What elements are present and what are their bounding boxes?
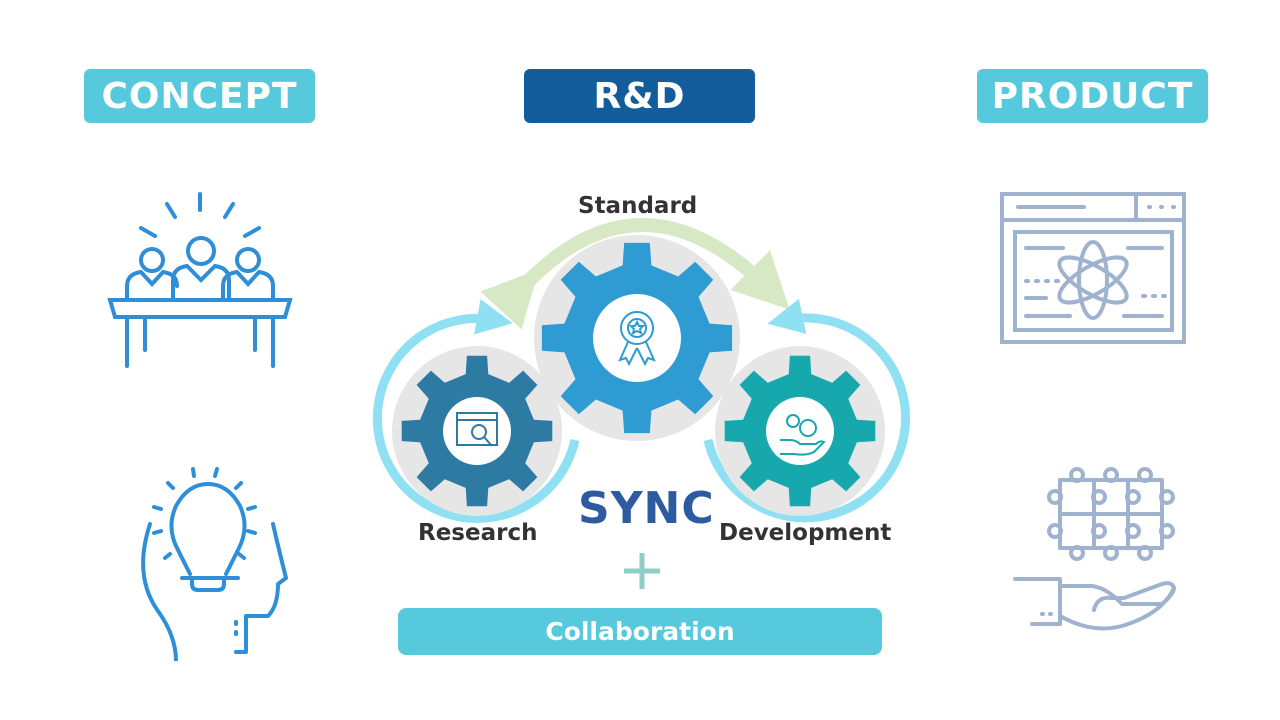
browser-atom-icon xyxy=(1000,192,1186,344)
standard-cycle-arrow xyxy=(480,218,790,330)
gears-hand-icon xyxy=(780,414,826,456)
research-label: Research xyxy=(418,520,538,546)
plus-icon xyxy=(624,553,660,589)
puzzle-hand-icon xyxy=(1013,467,1176,631)
research-gear-hub xyxy=(443,397,511,465)
research-cycle-arrow xyxy=(372,299,580,523)
research-browser-icon xyxy=(456,412,498,447)
development-cycle-arrow xyxy=(703,298,910,523)
gear-cycle-diagram xyxy=(372,218,910,523)
team-meeting-icon xyxy=(107,192,293,368)
idea-head-icon xyxy=(141,467,288,661)
concept-label: CONCEPT xyxy=(84,69,315,123)
collaboration-banner: Collaboration xyxy=(398,608,882,655)
development-label: Development xyxy=(719,520,892,546)
product-label: PRODUCT xyxy=(977,69,1208,123)
standard-label: Standard xyxy=(578,193,698,219)
rd-label: R&D xyxy=(524,69,755,123)
award-ribbon-icon xyxy=(618,311,656,367)
sync-label: SYNC xyxy=(578,483,715,534)
